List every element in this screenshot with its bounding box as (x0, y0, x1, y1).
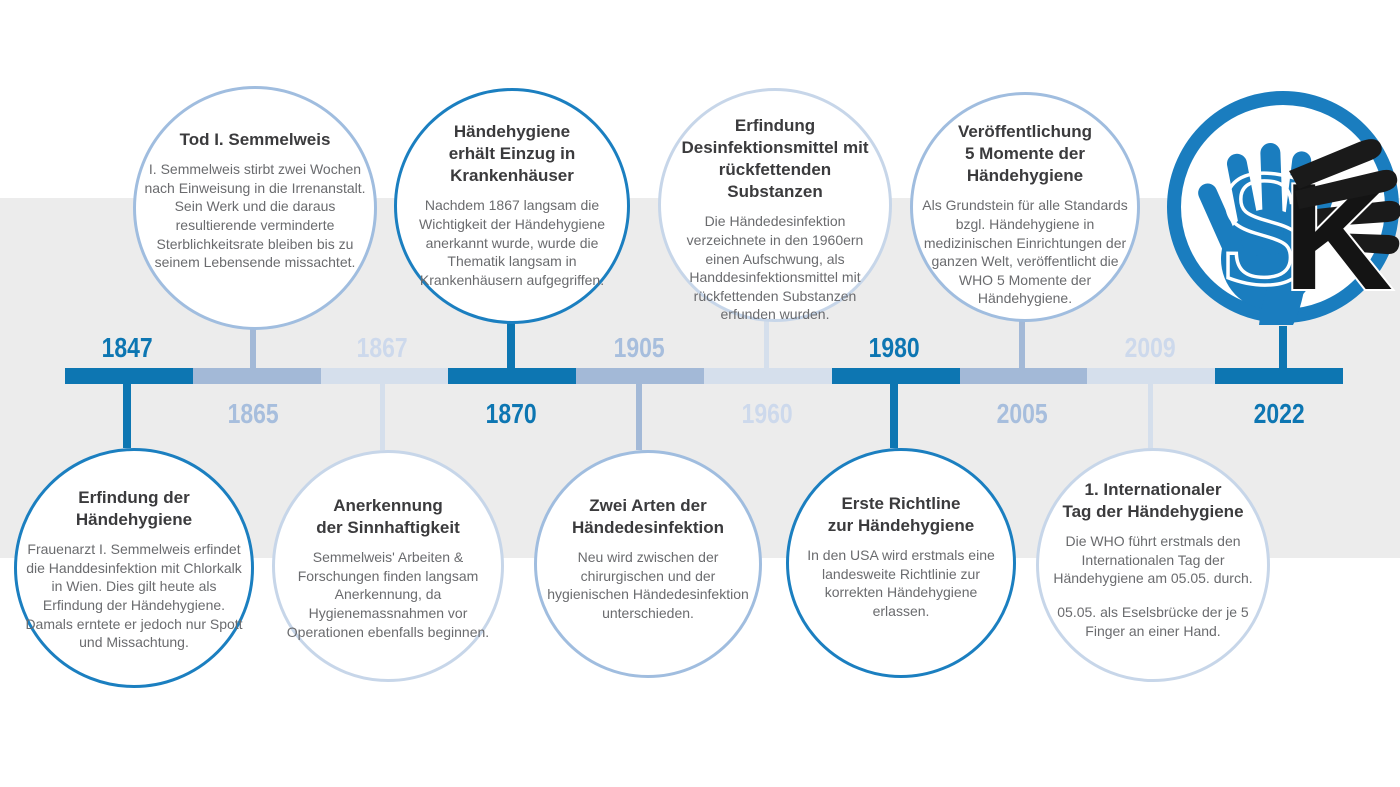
black-hand-icon-upper (1289, 139, 1398, 209)
event-circle-einzug-krankenhaeuser: Händehygiene erhält Einzug in Krankenhäu… (394, 88, 630, 324)
year-label-1847: 1847 (72, 334, 182, 362)
event-body: Semmelweis' Arbeiten & Forschungen finde… (286, 549, 490, 640)
connector-1980 (890, 384, 898, 448)
timeline-segment-1905 (576, 368, 704, 384)
timeline-bar (65, 368, 1343, 384)
year-label-2005: 2005 (967, 400, 1077, 428)
timeline-segment-1980 (831, 368, 960, 384)
connector-1870 (507, 323, 515, 368)
year-text: 1867 (356, 332, 408, 363)
year-label-1865: 1865 (198, 400, 308, 428)
event-body: Als Grundstein für alle Standards bzgl. … (922, 197, 1128, 307)
year-text: 1847 (101, 332, 153, 363)
black-hand-icon-lower (1299, 200, 1400, 255)
event-body: Nachdem 1867 langsam die Wichtigkeit der… (419, 197, 605, 288)
event-circle-anerkennung: Anerkennung der Sinnhaftigkeit Semmelwei… (272, 450, 504, 682)
timeline-segment-1865 (192, 368, 321, 384)
event-body: Die WHO führt erstmals den International… (1053, 533, 1253, 587)
connector-2009 (1148, 384, 1153, 448)
event-circle-internationaler-tag: 1. Internationaler Tag der Händehygiene … (1036, 448, 1270, 682)
event-circle-erste-richtline: Erste Richtline zur Händehygiene In den … (786, 448, 1016, 678)
year-text: 1905 (613, 332, 665, 363)
event-title: Zwei Arten der Händedesinfektion (571, 496, 725, 538)
timeline-segment-1847 (65, 368, 193, 384)
event-body: Frauenarzt I. Semmelweis erfindet die Ha… (25, 541, 243, 651)
sk-hand-logo: S K (1167, 91, 1400, 325)
year-label-2022: 2022 (1224, 400, 1334, 428)
event-title: Veröffentlichung 5 Momente der Händehygi… (957, 122, 1093, 186)
year-label-1980: 1980 (839, 334, 949, 362)
event-title: Erfindung der Händehygiene (75, 488, 193, 530)
timeline-segment-2005 (959, 368, 1088, 384)
year-text: 2009 (1124, 332, 1176, 363)
connector-2005 (1019, 321, 1025, 368)
event-body: In den USA wird erstmals eine landesweit… (807, 547, 995, 620)
event-body-secondary: 05.05. als Eselsbrücke der je 5 Finger a… (1057, 604, 1249, 639)
connector-1960 (764, 321, 769, 368)
year-text: 1865 (227, 398, 279, 429)
year-text: 1960 (741, 398, 793, 429)
event-body: Die Händedesinfektion verzeichnete in de… (686, 213, 864, 323)
event-circle-tod-semmelweis: Tod I. Semmelweis I. Semmelweis stirbt z… (133, 86, 377, 330)
year-text: 1870 (485, 398, 537, 429)
event-circle-5-momente: Veröffentlichung 5 Momente der Händehygi… (910, 92, 1140, 322)
event-title: Anerkennung der Sinnhaftigkeit (316, 496, 460, 538)
event-circle-erfindung-haendehygiene: Erfindung der Händehygiene Frauenarzt I.… (14, 448, 254, 688)
timeline-segment-2009 (1087, 368, 1216, 384)
year-label-1960: 1960 (712, 400, 822, 428)
connector-1867 (380, 384, 385, 450)
event-circle-zwei-arten: Zwei Arten der Händedesinfektion Neu wir… (534, 450, 762, 678)
year-label-2009: 2009 (1095, 334, 1205, 362)
event-title: 1. Internationaler Tag der Händehygiene (1062, 480, 1244, 522)
timeline-segment-1867 (320, 368, 449, 384)
event-title: Händehygiene erhält Einzug in Krankenhäu… (448, 122, 576, 186)
year-text: 2005 (996, 398, 1048, 429)
event-body: Neu wird zwischen der chirurgischen und … (547, 549, 749, 622)
year-label-1870: 1870 (456, 400, 566, 428)
event-title: Erfindung Desinfektionsmittel mit rückfe… (681, 116, 869, 202)
event-body: I. Semmelweis stirbt zwei Wochen nach Ei… (144, 161, 366, 271)
connector-2022 (1279, 326, 1287, 368)
event-title: Tod I. Semmelweis (179, 130, 331, 149)
year-label-1905: 1905 (584, 334, 694, 362)
connector-1905 (636, 384, 642, 450)
year-text: 1980 (868, 332, 920, 363)
timeline-segment-1960 (703, 368, 832, 384)
year-label-1867: 1867 (327, 334, 437, 362)
event-title: Erste Richtline zur Händehygiene (827, 494, 975, 536)
timeline-segment-1870 (448, 368, 577, 384)
timeline-segment-2022 (1215, 368, 1343, 384)
connector-1847 (123, 384, 131, 448)
connector-1865 (250, 329, 256, 368)
year-text: 2022 (1253, 398, 1305, 429)
event-circle-desinfektionsmittel: Erfindung Desinfektionsmittel mit rückfe… (658, 88, 892, 322)
